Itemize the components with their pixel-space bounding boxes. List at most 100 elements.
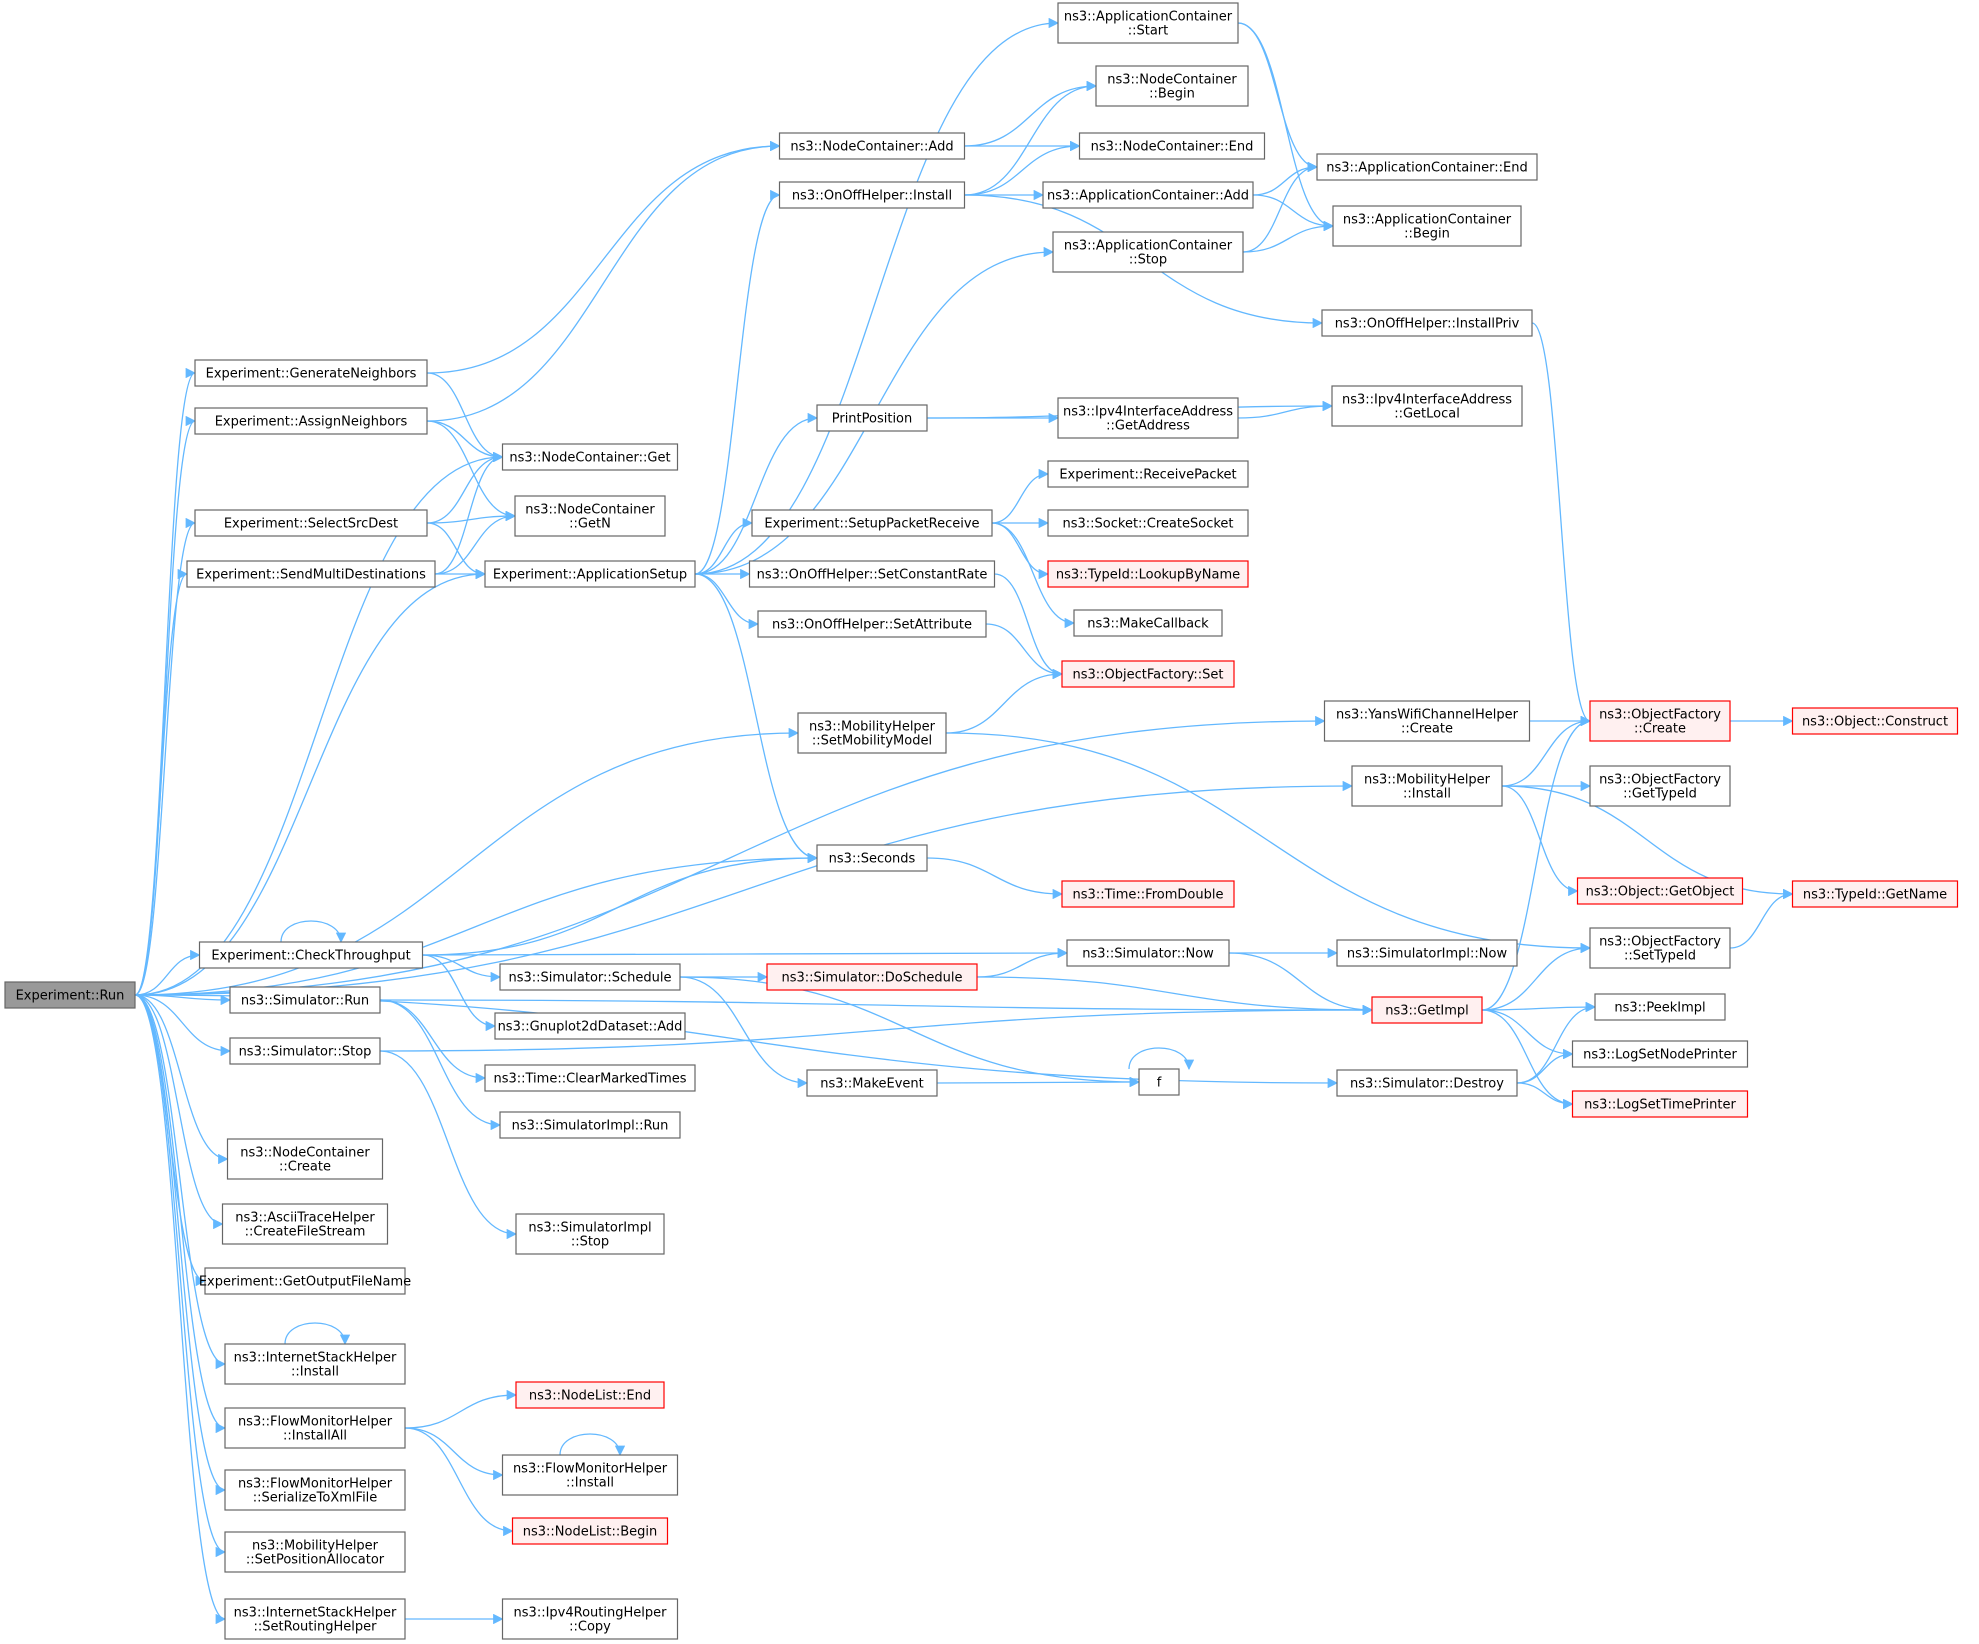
node-acadd[interactable]: ns3::ApplicationContainer::Add xyxy=(1042,181,1254,209)
node-getimpl[interactable]: ns3::GetImpl xyxy=(1371,996,1483,1024)
node-doschedule[interactable]: ns3::Simulator::DoSchedule xyxy=(766,963,978,991)
node-makeevent[interactable]: ns3::MakeEvent xyxy=(806,1069,938,1097)
node-label: ns3::Ipv4InterfaceAddress xyxy=(1063,405,1233,420)
node-recvpkt[interactable]: Experiment::ReceivePacket xyxy=(1047,460,1249,488)
node-lookup[interactable]: ns3::TypeId::LookupByName xyxy=(1047,560,1249,588)
node-ncadd[interactable]: ns3::NodeContainer::Add xyxy=(778,132,966,160)
node-label: ns3::OnOffHelper::SetConstantRate xyxy=(757,568,988,583)
node-ipv4copy[interactable]: ns3::Ipv4RoutingHelper::Copy xyxy=(501,1598,679,1640)
node-ofset[interactable]: ns3::ObjectFactory::Set xyxy=(1061,660,1235,688)
node-acstop[interactable]: ns3::ApplicationContainer::Stop xyxy=(1052,231,1244,273)
node-ofgettypeid[interactable]: ns3::ObjectFactory::GetTypeId xyxy=(1589,765,1731,807)
node-fromdouble[interactable]: ns3::Time::FromDouble xyxy=(1061,880,1235,908)
node-ipv4getaddr[interactable]: ns3::Ipv4InterfaceAddress::GetAddress xyxy=(1057,397,1239,439)
node-makecb[interactable]: ns3::MakeCallback xyxy=(1073,609,1223,637)
node-box xyxy=(1047,560,1249,588)
node-mhsetmob[interactable]: ns3::MobilityHelper::SetMobilityModel xyxy=(797,712,947,754)
node-seconds[interactable]: ns3::Seconds xyxy=(816,844,928,872)
node-installpriv[interactable]: ns3::OnOffHelper::InstallPriv xyxy=(1321,309,1533,337)
node-box xyxy=(484,1064,696,1092)
node-label: Experiment::SendMultiDestinations xyxy=(196,568,426,583)
node-implstop[interactable]: ns3::SimulatorImpl::Stop xyxy=(515,1213,665,1255)
node-ofcreate[interactable]: ns3::ObjectFactory::Create xyxy=(1589,700,1731,742)
node-assign[interactable]: Experiment::AssignNeighbors xyxy=(194,407,428,435)
node-logtime[interactable]: ns3::LogSetTimePrinter xyxy=(1571,1090,1749,1118)
call-edge-run-to-appsetup xyxy=(134,568,487,996)
node-simrun[interactable]: ns3::Simulator::Run xyxy=(229,986,381,1014)
node-select[interactable]: Experiment::SelectSrcDest xyxy=(194,509,428,537)
call-edge-run-to-sendmulti xyxy=(134,568,189,996)
node-ofsettypeid[interactable]: ns3::ObjectFactory::SetTypeId xyxy=(1589,927,1731,969)
node-gnuadd[interactable]: ns3::Gnuplot2dDataset::Add xyxy=(494,1012,686,1040)
call-edge-gen-to-ncadd xyxy=(426,140,781,374)
node-ncgetn[interactable]: ns3::NodeContainer::GetN xyxy=(514,495,666,537)
node-gen[interactable]: Experiment::GenerateNeighbors xyxy=(194,359,428,387)
node-box xyxy=(1589,765,1731,807)
node-setconst[interactable]: ns3::OnOffHelper::SetConstantRate xyxy=(748,560,996,588)
node-box xyxy=(515,1213,665,1255)
call-edge-simrun-to-implrun xyxy=(379,999,502,1131)
node-run[interactable]: Experiment::Run xyxy=(4,981,136,1009)
node-box xyxy=(1571,1090,1749,1118)
node-sendmulti[interactable]: Experiment::SendMultiDestinations xyxy=(186,560,436,588)
node-implrun[interactable]: ns3::SimulatorImpl::Run xyxy=(499,1111,681,1139)
node-inetinstall[interactable]: ns3::InternetStackHelper::Install xyxy=(224,1343,406,1385)
node-mhsetpos[interactable]: ns3::MobilityHelper::SetPositionAllocato… xyxy=(224,1531,406,1573)
node-appsetup[interactable]: Experiment::ApplicationSetup xyxy=(484,560,696,588)
node-box xyxy=(797,712,947,754)
node-label: ::SerializeToXmlFile xyxy=(253,1491,378,1506)
node-getname[interactable]: ns3::TypeId::GetName xyxy=(1791,880,1959,908)
node-construct[interactable]: ns3::Object::Construct xyxy=(1791,707,1959,735)
call-edge-seconds-to-fromdouble xyxy=(926,857,1064,900)
node-oninstall[interactable]: ns3::OnOffHelper::Install xyxy=(778,181,966,209)
node-label: ns3::ApplicationContainer::Add xyxy=(1047,189,1249,204)
node-label: ns3::NodeList::Begin xyxy=(523,1525,657,1540)
call-edge-run-to-gen xyxy=(134,367,197,996)
node-simnow[interactable]: ns3::Simulator::Now xyxy=(1066,939,1230,967)
node-createsock[interactable]: ns3::Socket::CreateSocket xyxy=(1047,509,1249,537)
node-inetrouting[interactable]: ns3::InternetStackHelper::SetRoutingHelp… xyxy=(224,1598,406,1640)
node-fminstall[interactable]: ns3::FlowMonitorHelper::Install xyxy=(501,1454,679,1496)
node-simschedule[interactable]: ns3::Simulator::Schedule xyxy=(499,963,681,991)
node-simstop[interactable]: ns3::Simulator::Stop xyxy=(229,1037,381,1065)
node-fmserial[interactable]: ns3::FlowMonitorHelper::SerializeToXmlFi… xyxy=(224,1469,406,1511)
node-clearmarked[interactable]: ns3::Time::ClearMarkedTimes xyxy=(484,1064,696,1092)
node-outfile[interactable]: Experiment::GetOutputFileName xyxy=(199,1267,411,1295)
node-nccreate[interactable]: ns3::NodeContainer::Create xyxy=(226,1138,384,1180)
node-implnow[interactable]: ns3::SimulatorImpl::Now xyxy=(1336,939,1518,967)
node-box xyxy=(1138,1068,1180,1096)
node-box xyxy=(1571,1040,1749,1068)
node-f[interactable]: f xyxy=(1138,1068,1180,1096)
node-setattr[interactable]: ns3::OnOffHelper::SetAttribute xyxy=(757,610,987,638)
node-nlbegin[interactable]: ns3::NodeList::Begin xyxy=(511,1517,669,1545)
node-box xyxy=(221,1203,389,1245)
node-acstart[interactable]: ns3::ApplicationContainer::Start xyxy=(1057,2,1239,44)
node-getobject[interactable]: ns3::Object::GetObject xyxy=(1576,877,1744,905)
node-label: ::SetRoutingHelper xyxy=(254,1620,378,1635)
node-peekimpl[interactable]: ns3::PeekImpl xyxy=(1594,993,1726,1021)
call-edge-getimpl-to-peekimpl xyxy=(1481,1001,1597,1013)
node-box xyxy=(751,509,993,537)
node-label: ns3::ApplicationContainer::End xyxy=(1326,161,1527,176)
node-label: ns3::NodeList::End xyxy=(529,1389,651,1404)
node-yanscreate[interactable]: ns3::YansWifiChannelHelper::Create xyxy=(1323,700,1531,742)
node-check[interactable]: Experiment::CheckThroughput xyxy=(198,941,424,969)
node-getlocal[interactable]: ns3::Ipv4InterfaceAddress::GetLocal xyxy=(1331,385,1523,427)
call-edge-mhinstall-to-getobject xyxy=(1501,785,1579,897)
node-ascii[interactable]: ns3::AsciiTraceHelper::CreateFileStream xyxy=(221,1203,389,1245)
node-setuprecv[interactable]: Experiment::SetupPacketReceive xyxy=(751,509,993,537)
node-mhinstall[interactable]: ns3::MobilityHelper::Install xyxy=(1351,765,1503,807)
call-edge-setuprecv-to-makecb xyxy=(991,522,1076,629)
node-fminstallall[interactable]: ns3::FlowMonitorHelper::InstallAll xyxy=(224,1407,406,1449)
node-ncget[interactable]: ns3::NodeContainer::Get xyxy=(501,443,679,471)
node-lognode[interactable]: ns3::LogSetNodePrinter xyxy=(1571,1040,1749,1068)
node-simdestroy[interactable]: ns3::Simulator::Destroy xyxy=(1336,1069,1518,1097)
node-ncbegin[interactable]: ns3::NodeContainer::Begin xyxy=(1095,65,1249,107)
node-nlend[interactable]: ns3::NodeList::End xyxy=(515,1381,665,1409)
node-acend[interactable]: ns3::ApplicationContainer::End xyxy=(1316,153,1538,181)
node-printpos[interactable]: PrintPosition xyxy=(816,404,928,432)
node-acbegin[interactable]: ns3::ApplicationContainer::Begin xyxy=(1332,205,1522,247)
call-edge-simschedule-to-makeevent xyxy=(679,976,809,1089)
node-box xyxy=(224,1531,406,1573)
node-ncend[interactable]: ns3::NodeContainer::End xyxy=(1078,132,1266,160)
